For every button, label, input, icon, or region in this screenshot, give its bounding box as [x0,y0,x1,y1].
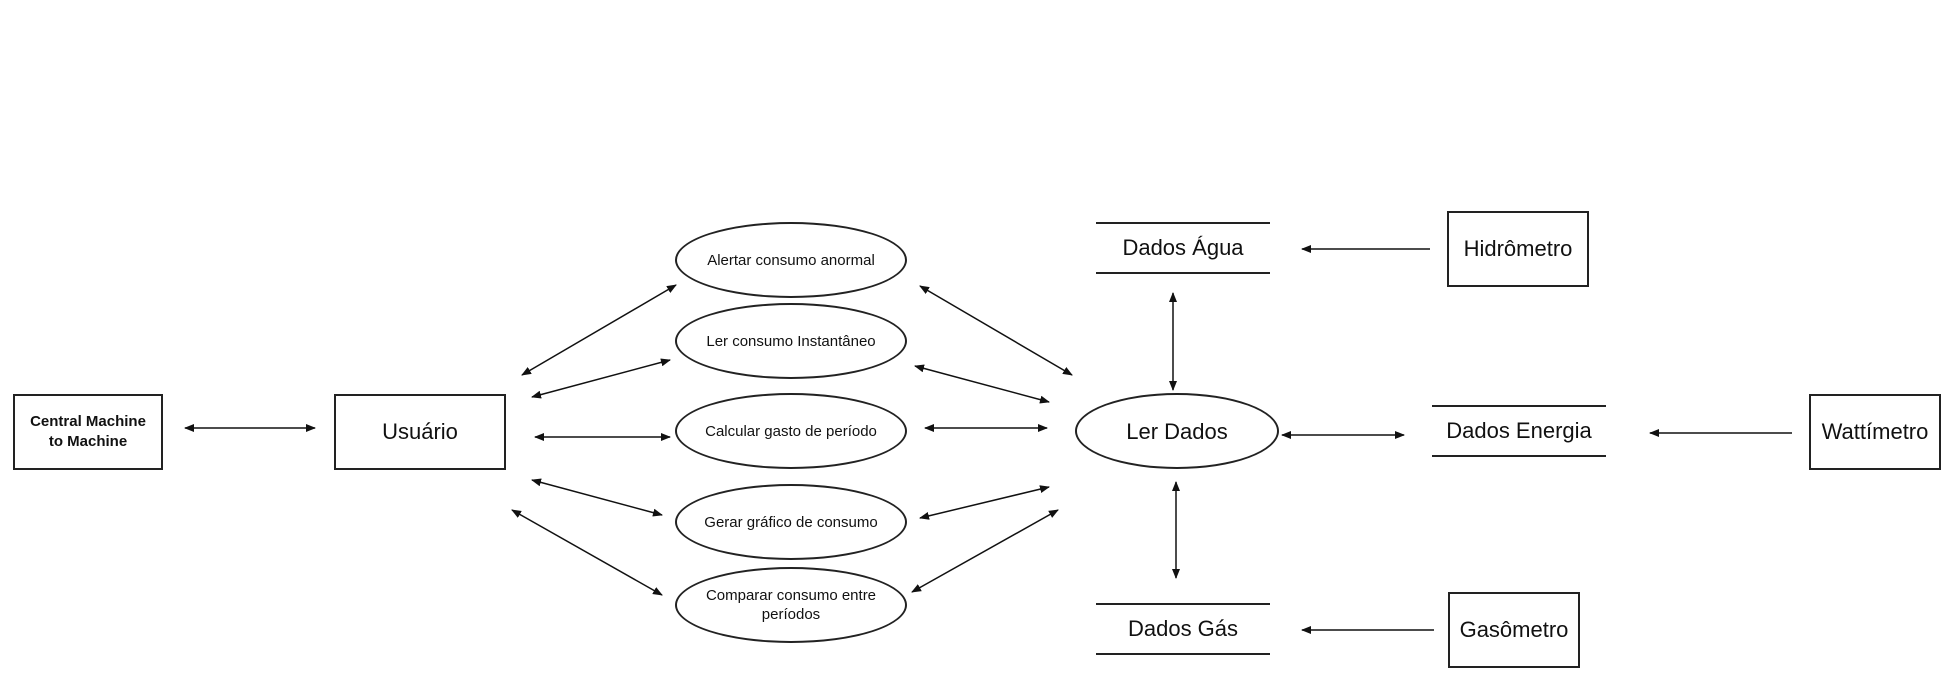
arrow-usuario-comparar [511,509,663,596]
store-dados-energia[interactable]: Dados Energia [1432,405,1606,457]
store-dados-gas[interactable]: Dados Gás [1096,603,1270,655]
process-comparar-consumo[interactable]: Comparar consumo entre períodos [675,567,907,643]
process-gerar-grafico[interactable]: Gerar gráfico de consumo [675,484,907,560]
usuario-entity[interactable]: Usuário [334,394,506,470]
central-machine-entity[interactable]: Central Machine to Machine [13,394,163,470]
arrow-ler-instantaneo-ler-dados [914,364,1050,404]
arrow-gerar-ler-dados [919,485,1050,520]
wattimetro-entity[interactable]: Wattímetro [1809,394,1941,470]
process-alertar-consumo[interactable]: Alertar consumo anormal [675,222,907,298]
process-calcular-gasto[interactable]: Calcular gasto de período [675,393,907,469]
arrow-alertar-ler-dados [919,285,1073,376]
gasometro-entity[interactable]: Gasômetro [1448,592,1580,668]
hidrometro-entity[interactable]: Hidrômetro [1447,211,1589,287]
arrow-comparar-ler-dados [911,509,1059,593]
store-dados-agua[interactable]: Dados Água [1096,222,1270,274]
arrow-usuario-gerar [531,478,663,517]
process-ler-consumo-instantaneo[interactable]: Ler consumo Instantâneo [675,303,907,379]
arrow-usuario-ler-instantaneo [531,358,671,399]
process-ler-dados[interactable]: Ler Dados [1075,393,1279,469]
arrow-usuario-alertar [521,284,677,376]
